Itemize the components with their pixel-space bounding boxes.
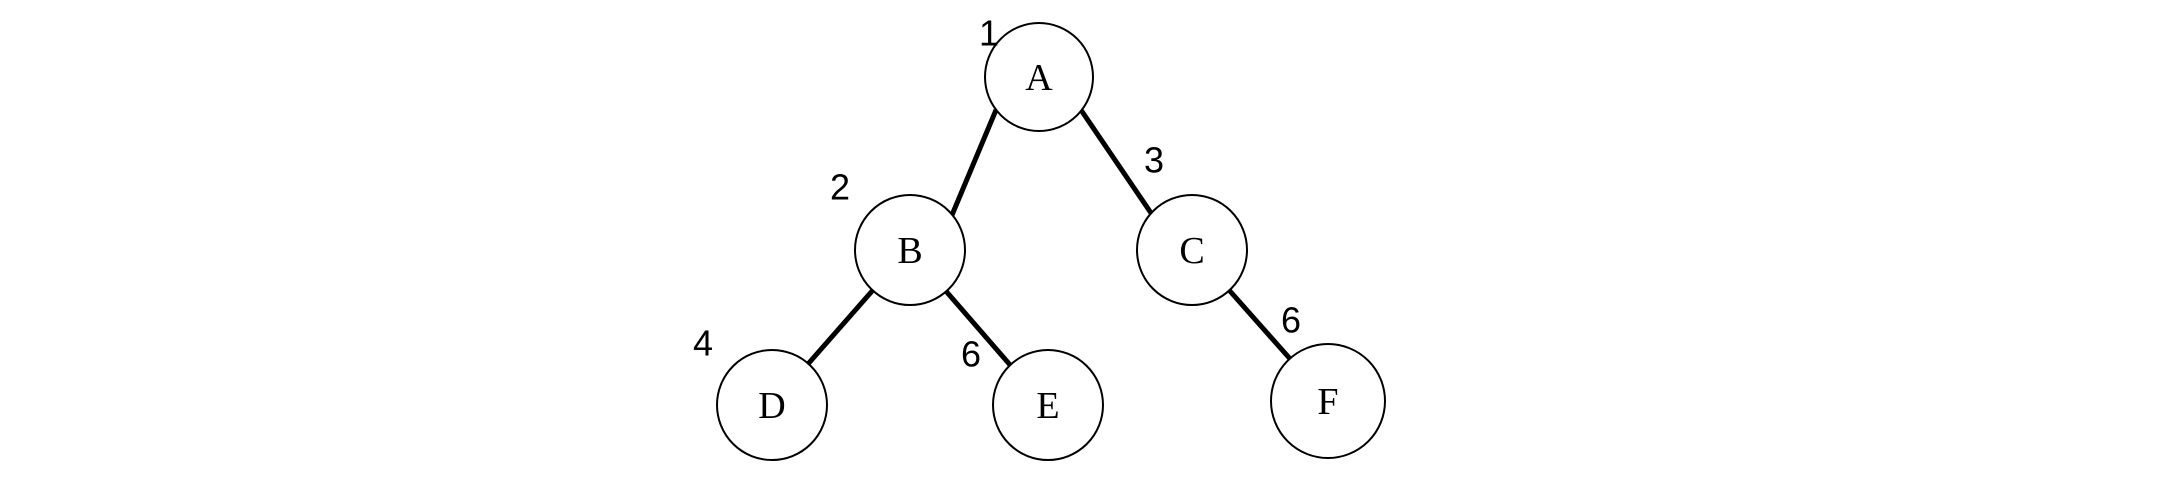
node-label-d: D xyxy=(758,385,785,427)
node-weight-d: 4 xyxy=(693,323,713,364)
node-weight-f: 6 xyxy=(1281,300,1301,341)
node-label-c: C xyxy=(1179,230,1204,272)
tree-edge-a-b xyxy=(949,109,999,216)
tree-edge-c-f xyxy=(1227,288,1294,363)
tree-edge-b-d xyxy=(806,288,875,366)
node-weight-c: 3 xyxy=(1144,140,1164,181)
node-circle-b[interactable] xyxy=(854,194,966,306)
node-weight-e: 6 xyxy=(961,334,981,375)
tree-node-e[interactable]: E xyxy=(992,349,1104,461)
nodes-group: A B C D E F xyxy=(716,22,1386,461)
edges-group xyxy=(806,108,1294,368)
node-circle-d[interactable] xyxy=(716,349,828,461)
tree-edge-b-e xyxy=(943,288,1013,368)
node-label-b: B xyxy=(897,230,922,272)
tree-node-b[interactable]: B xyxy=(854,194,966,306)
tree-node-f[interactable]: F xyxy=(1270,343,1386,459)
tree-node-a[interactable]: A xyxy=(984,22,1094,132)
node-label-f: F xyxy=(1317,381,1338,423)
node-weight-b: 2 xyxy=(830,167,850,208)
tree-node-c[interactable]: C xyxy=(1136,194,1248,306)
node-label-a: A xyxy=(1025,57,1053,99)
weights-group: 1 2 3 4 6 6 xyxy=(693,13,1301,375)
node-label-e: E xyxy=(1036,385,1059,427)
node-circle-f[interactable] xyxy=(1270,343,1386,459)
tree-edge-a-c xyxy=(1078,108,1154,215)
node-weight-a: 1 xyxy=(979,13,999,54)
tree-node-d[interactable]: D xyxy=(716,349,828,461)
node-circle-a[interactable] xyxy=(984,22,1094,132)
node-circle-c[interactable] xyxy=(1136,194,1248,306)
node-circle-e[interactable] xyxy=(992,349,1104,461)
